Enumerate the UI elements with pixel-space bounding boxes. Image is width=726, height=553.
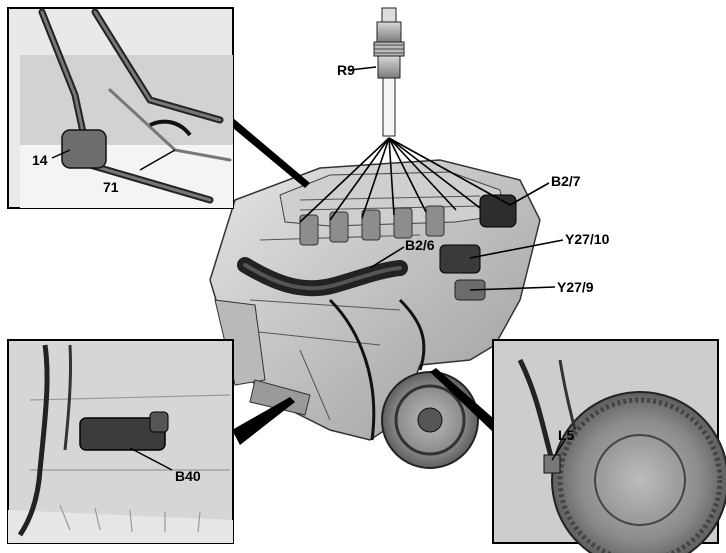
inset-bottom-left (7, 339, 234, 544)
inset-top-left (7, 7, 234, 209)
inset-bottom-right (492, 339, 726, 553)
label-b2-6: B2/6 (405, 237, 435, 253)
label-71: 71 (103, 179, 119, 195)
label-y27-10: Y27/10 (565, 231, 610, 247)
engine-body (209, 159, 541, 469)
label-14: 14 (32, 152, 48, 168)
label-l5: L5 (558, 427, 575, 443)
label-b40: B40 (175, 468, 201, 484)
leader-lines (299, 66, 564, 291)
callout-wedge-top-left (233, 118, 310, 188)
callout-wedge-bottom-left (232, 397, 295, 445)
glow-plug-r9 (373, 7, 405, 137)
label-y27-9: Y27/9 (557, 279, 594, 295)
label-b2-7: B2/7 (551, 173, 581, 189)
callout-wedge-bottom-right (430, 368, 493, 432)
label-r9: R9 (337, 62, 355, 78)
